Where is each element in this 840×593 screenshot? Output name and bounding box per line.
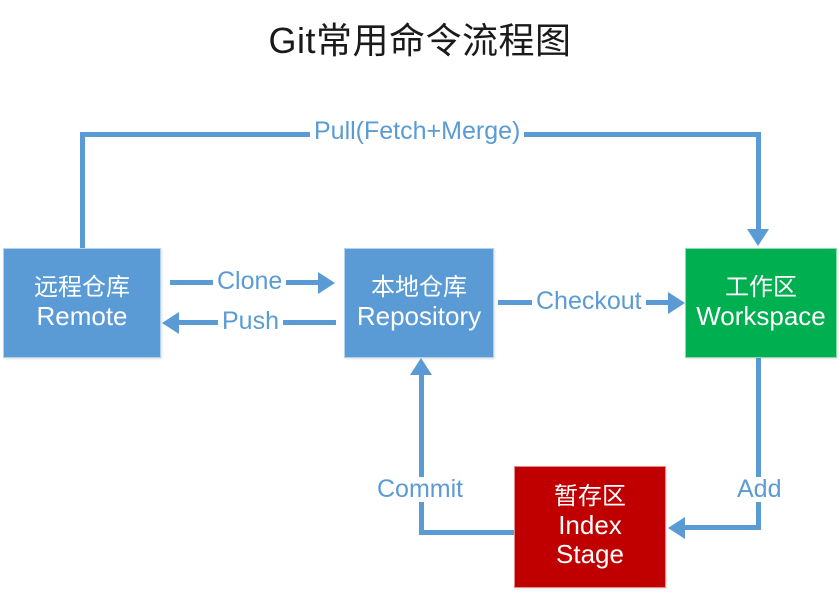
edge-label-pull: Pull(Fetch+Merge) [310, 119, 525, 144]
edge-label-commit: Commit [373, 477, 468, 502]
add-edge-segment-across [683, 525, 761, 530]
edge-label-push: Push [218, 309, 283, 334]
edge-label-clone: Clone [213, 269, 287, 294]
node-remote-label-cn: 远程仓库 [34, 274, 130, 301]
commit-edge-segment-across [419, 530, 517, 535]
node-repository-label-cn: 本地仓库 [371, 274, 467, 301]
node-index-label-en: Index [558, 510, 622, 541]
node-workspace-label-en: Workspace [696, 300, 826, 331]
edge-label-add: Add [733, 477, 786, 502]
commit-arrowhead [410, 358, 432, 375]
node-index-stage[interactable]: 暂存区 Index Stage [514, 466, 666, 588]
add-edge-segment-down [756, 358, 761, 530]
pull-edge-segment-up [80, 132, 85, 250]
commit-edge-segment-up [419, 372, 424, 535]
checkout-arrowhead [668, 292, 685, 314]
node-workspace[interactable]: 工作区 Workspace [685, 248, 837, 358]
node-repository[interactable]: 本地仓库 Repository [344, 248, 494, 358]
node-remote[interactable]: 远程仓库 Remote [3, 248, 161, 358]
push-arrowhead [162, 312, 179, 334]
add-arrowhead [668, 517, 685, 539]
pull-arrowhead [747, 229, 769, 246]
page-title: Git常用命令流程图 [268, 20, 572, 61]
pull-edge-segment-down [756, 132, 761, 232]
node-index-label-en2: Stage [556, 539, 624, 570]
node-repository-label-en: Repository [356, 300, 482, 331]
node-index-label-cn: 暂存区 [554, 483, 626, 511]
edge-label-checkout: Checkout [532, 289, 646, 314]
node-remote-label-en: Remote [36, 300, 128, 331]
clone-arrowhead [318, 272, 335, 294]
node-workspace-label-cn: 工作区 [725, 274, 797, 301]
